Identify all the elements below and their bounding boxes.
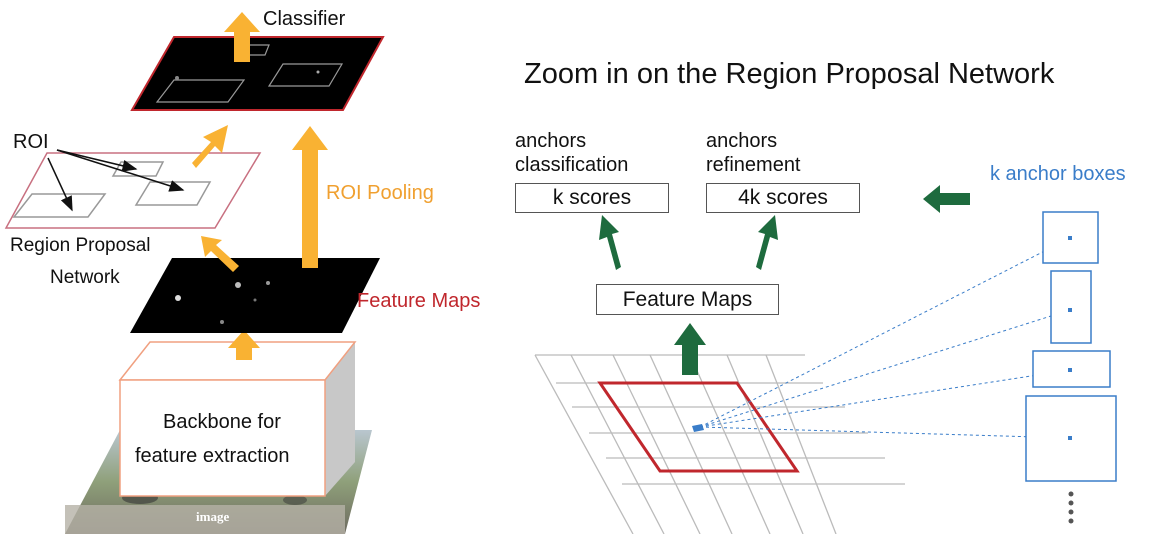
arrow-anchor-boxes-in (923, 185, 970, 213)
arrow-grid-to-feature-maps (674, 323, 706, 375)
4k-scores-box: 4k scores (706, 183, 860, 213)
arrow-rpn-to-classifier (192, 125, 228, 168)
roi-pooling-label: ROI Pooling (326, 182, 434, 204)
k-anchor-boxes-label: k anchor boxes (990, 163, 1126, 185)
rpn-label-line1: Region Proposal (10, 235, 151, 256)
feature-maps-box: Feature Maps (596, 284, 779, 315)
rpn-label-line2: Network (50, 267, 120, 288)
arrow-to-k-scores (599, 215, 621, 270)
classifier-layer (130, 36, 385, 111)
anchor-box-centers (1068, 236, 1072, 440)
arrow-to-4k-scores (756, 215, 778, 270)
anchors-refinement-line1: anchors (706, 130, 778, 152)
anchor-center (692, 424, 704, 432)
roi-label: ROI (13, 131, 49, 153)
roi-pointers (47, 149, 185, 212)
feature-maps-layer (130, 258, 380, 333)
feature-maps-label: Feature Maps (357, 290, 481, 312)
arrow-roi-pooling (292, 126, 328, 268)
rpn-zoom-title: Zoom in on the Region Proposal Network (524, 58, 1055, 90)
anchor-projection-lines (699, 237, 1071, 439)
more-anchors-ellipsis (1068, 491, 1074, 524)
rpn-layer (4, 152, 262, 229)
arrow-to-classifier (224, 12, 260, 62)
arrow-backbone-to-features (228, 330, 260, 360)
anchors-classification-line2: classification (515, 154, 629, 176)
backbone-cube (118, 341, 357, 497)
anchors-classification-line1: anchors (515, 130, 587, 152)
backbone-label-line1: Backbone for (163, 411, 281, 433)
backbone-label-line2: feature extraction (135, 445, 290, 467)
k-scores-box: k scores (515, 183, 669, 213)
arrow-features-to-rpn (201, 236, 239, 272)
classifier-label: Classifier (263, 8, 346, 30)
anchors-refinement-line2: refinement (706, 154, 801, 176)
image-label: image (196, 509, 230, 524)
sliding-window (597, 381, 800, 473)
anchor-boxes (1025, 211, 1117, 482)
